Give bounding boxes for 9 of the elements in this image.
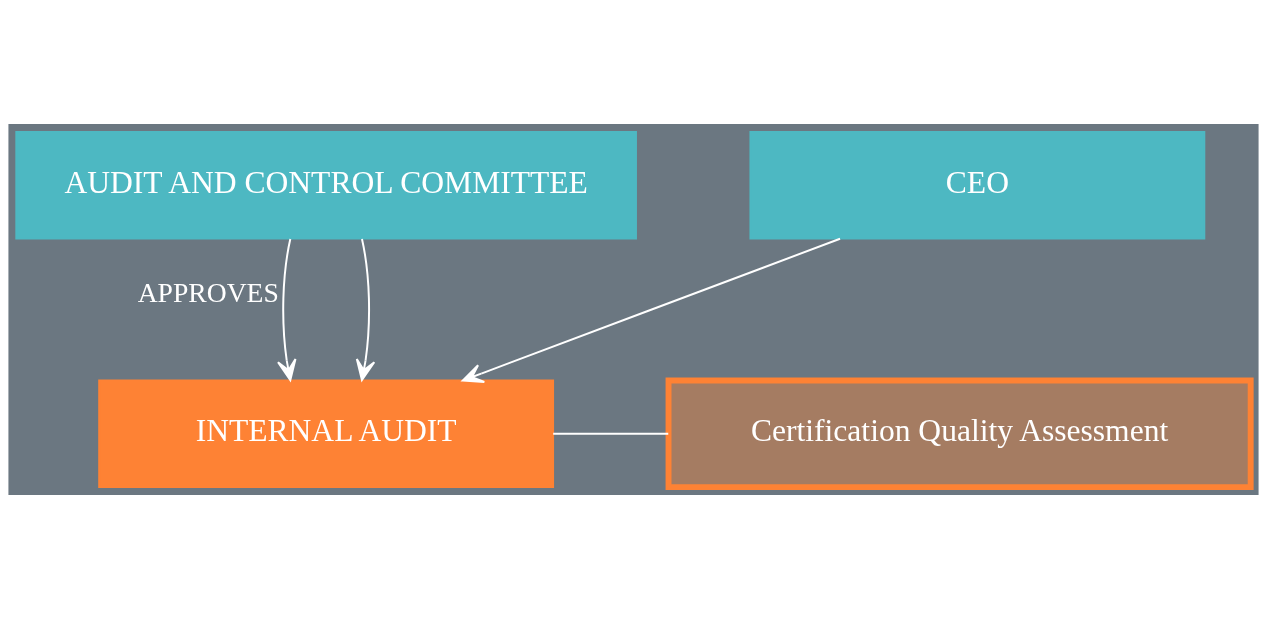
edge-label: APPROVES	[137, 276, 279, 308]
connector	[552, 432, 670, 435]
arrow	[355, 238, 376, 381]
node-box: Certification Quality Assessment	[665, 377, 1254, 491]
arrow	[461, 237, 842, 383]
node-box: INTERNAL AUDIT	[98, 379, 555, 489]
arrow	[277, 238, 297, 381]
node-box: AUDIT AND CONTROL COMMITTEE	[15, 130, 637, 240]
node-box: CEO	[749, 130, 1206, 240]
